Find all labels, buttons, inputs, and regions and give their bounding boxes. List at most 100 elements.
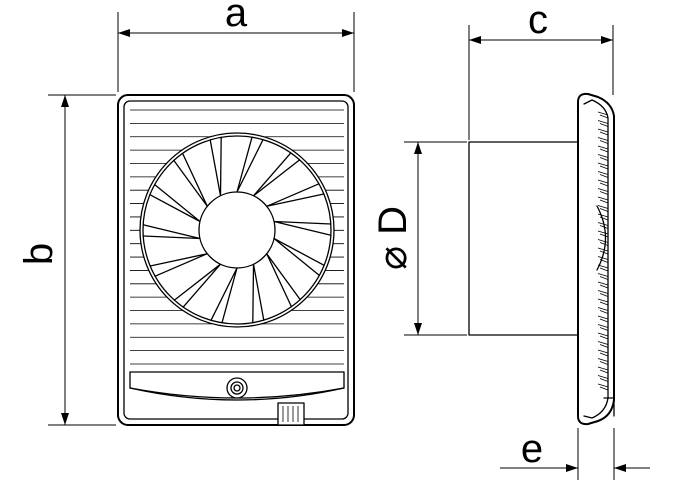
- impeller-blades: [142, 136, 332, 324]
- side-grille-rib: [599, 310, 609, 314]
- side-grille-rib: [597, 179, 609, 184]
- side-grille-rib: [597, 358, 609, 362]
- label-e: e: [521, 427, 543, 471]
- side-grille-rib: [597, 205, 609, 209]
- switch-knob: [226, 377, 248, 399]
- side-grille-rib: [599, 208, 609, 212]
- side-grille-rib: [597, 128, 609, 133]
- side-grille-rib: [597, 145, 609, 150]
- side-grille-rib: [597, 307, 609, 311]
- side-grille-rib: [597, 154, 609, 158]
- side-grille-rib: [597, 120, 609, 124]
- side-grille-rib: [599, 378, 609, 382]
- side-grille-rib: [597, 162, 609, 167]
- pull-cord-clip: [277, 402, 305, 426]
- dimension-d: ⌀ D: [371, 141, 467, 336]
- side-grille-rib: [597, 341, 609, 345]
- side-grille-rib: [599, 318, 609, 323]
- impeller-blade: [266, 253, 301, 308]
- side-grille-rib: [597, 281, 609, 286]
- side-grille-rib: [597, 188, 609, 192]
- front-bottom-curve: [129, 387, 345, 401]
- impeller-blade: [209, 136, 222, 197]
- side-grille-rib: [597, 137, 609, 141]
- side-front-plate-inner: [583, 99, 609, 419]
- side-bottom-lip: [603, 397, 615, 417]
- side-grille-rib: [597, 290, 609, 294]
- impeller-blade: [252, 152, 301, 197]
- side-grille-rib: [597, 324, 609, 328]
- side-grille-rib: [597, 332, 609, 337]
- side-grille-rib: [599, 216, 609, 221]
- side-grille-rib: [597, 256, 609, 260]
- duct-spigot: [468, 141, 579, 336]
- side-grille-rib: [597, 349, 609, 354]
- side-grille-rib: [599, 293, 609, 297]
- dimension-b: b: [17, 94, 116, 426]
- impeller-blade: [173, 263, 222, 308]
- dimension-e: e: [500, 427, 650, 480]
- side-grille-rib: [597, 298, 609, 303]
- side-grille-rib: [599, 233, 609, 238]
- label-b: b: [17, 243, 61, 265]
- side-grille-rib: [599, 267, 609, 272]
- impeller-blade: [149, 253, 208, 277]
- impeller-blade: [273, 237, 325, 277]
- impeller: [139, 132, 335, 328]
- front-view: [117, 94, 355, 426]
- side-grille-rib: [599, 327, 609, 331]
- side-grille-rib: [597, 171, 609, 175]
- side-mounting-recess: [596, 205, 607, 271]
- side-grille-rib: [599, 344, 609, 348]
- side-grille-rib: [599, 284, 609, 289]
- dimension-c: c: [468, 0, 614, 140]
- front-panel-inner-outline: [123, 100, 349, 420]
- side-grille-rib: [599, 276, 609, 280]
- side-grille-rib: [597, 196, 609, 201]
- side-grille-rib: [597, 264, 609, 269]
- label-c: c: [528, 0, 548, 42]
- impeller-inner-ring: [142, 135, 332, 325]
- side-grille-rib: [599, 191, 609, 195]
- impeller-blade: [142, 224, 201, 240]
- side-grille-ribs: [597, 111, 609, 391]
- side-grille-rib: [599, 242, 609, 246]
- side-grille-rib: [599, 225, 609, 229]
- side-grille-rib: [597, 366, 609, 371]
- side-grille-rib: [599, 259, 609, 263]
- side-grille-rib: [597, 111, 609, 116]
- side-grille-rib: [599, 165, 609, 170]
- impeller-blade: [266, 183, 325, 207]
- impeller-blade: [173, 152, 208, 207]
- impeller-hub: [198, 191, 276, 269]
- side-view: [468, 92, 615, 426]
- side-grille-rib: [597, 230, 609, 235]
- side-grille-rib: [599, 131, 609, 136]
- side-grille-rib: [597, 222, 609, 226]
- side-grille-rib: [597, 247, 609, 252]
- side-grille-rib: [599, 301, 609, 306]
- side-grille-rib: [597, 213, 609, 218]
- side-grille-rib: [599, 157, 609, 161]
- side-grille-rib: [599, 148, 609, 153]
- side-grille-rib: [599, 335, 609, 340]
- side-grille-rib: [597, 273, 609, 277]
- label-a: a: [225, 0, 248, 35]
- side-grille-rib: [599, 123, 609, 127]
- dimension-a: a: [117, 0, 355, 92]
- impeller-blade: [252, 263, 265, 324]
- impeller-blade: [149, 183, 201, 223]
- side-grille-rib: [597, 383, 609, 388]
- side-grille-rib: [597, 315, 609, 320]
- side-grille-rib: [599, 199, 609, 204]
- side-grille-rib: [599, 250, 609, 255]
- side-grille-rib: [599, 182, 609, 187]
- impeller-blade: [273, 220, 332, 236]
- impeller-blade: [236, 136, 264, 193]
- side-grille-rib: [599, 174, 609, 178]
- side-grille-rib: [599, 114, 609, 119]
- side-grille-rib: [599, 361, 609, 365]
- side-grille-rib: [599, 352, 609, 357]
- side-grille-rib: [597, 239, 609, 243]
